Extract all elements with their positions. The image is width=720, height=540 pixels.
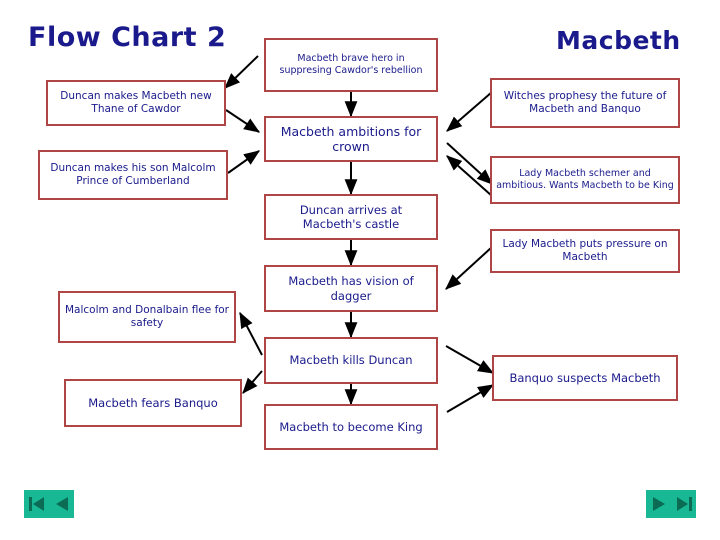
node-fears-banquo[interactable]: Macbeth fears Banquo [64, 379, 242, 427]
node-malcolm-flee[interactable]: Malcolm and Donalbain flee for safety [58, 291, 236, 343]
node-kills-duncan-label: Macbeth kills Duncan [289, 353, 413, 368]
node-thane-of-cawdor-label: Duncan makes Macbeth new Thane of Cawdor [60, 90, 212, 115]
node-prince-cumberland-label: Duncan makes his son Malcolm Prince of C… [50, 162, 216, 187]
node-duncan-arrives-label: Duncan arrives at Macbeth's castle [299, 202, 403, 231]
previous-slide-button[interactable] [49, 490, 74, 518]
page-title: Flow Chart 2 [28, 22, 227, 53]
arrow-bravehero-to-thane [224, 55, 259, 89]
node-lady-pressure-label: Lady Macbeth puts pressure on Macbeth [502, 238, 668, 263]
node-macbeth-ambitions[interactable]: Macbeth ambitions for crown [264, 116, 438, 162]
node-duncan-arrives[interactable]: Duncan arrives at Macbeth's castle [264, 194, 438, 240]
node-witches-prophesy[interactable]: Witches prophesy the future of Macbeth a… [490, 78, 680, 128]
node-kills-duncan[interactable]: Macbeth kills Duncan [264, 337, 438, 384]
node-vision-of-dagger[interactable]: Macbeth has vision of dagger [264, 265, 438, 312]
arrow-ladyschemer-to-ambitions [446, 155, 493, 197]
node-banquo-suspects-label: Banquo suspects Macbeth [509, 370, 661, 385]
next-slide-icon [652, 497, 665, 511]
arrow-thane-to-ambitions [225, 109, 260, 133]
node-thane-of-cawdor[interactable]: Duncan makes Macbeth new Thane of Cawdor [46, 80, 226, 126]
node-lady-schemer[interactable]: Lady Macbeth schemer and ambitious. Want… [490, 156, 680, 204]
first-slide-button[interactable] [24, 490, 49, 518]
chart-heading: Macbeth [556, 26, 681, 55]
arrow-kills-to-malcolmflee [239, 311, 263, 356]
node-prince-cumberland[interactable]: Duncan makes his son Malcolm Prince of C… [38, 150, 228, 200]
node-brave-hero[interactable]: Macbeth brave hero in suppresing Cawdor'… [264, 38, 438, 92]
last-slide-icon [676, 497, 692, 511]
node-become-king[interactable]: Macbeth to become King [264, 404, 438, 450]
node-brave-hero-label: Macbeth brave hero in suppresing Cawdor'… [279, 53, 423, 76]
arrow-ladypressure-to-vision [445, 246, 493, 290]
node-lady-pressure[interactable]: Lady Macbeth puts pressure on Macbeth [490, 229, 680, 273]
first-slide-icon [28, 497, 44, 511]
node-malcolm-flee-label: Malcolm and Donalbain flee for safety [64, 304, 230, 329]
arrow-ambitions-to-ladyschemer [446, 142, 493, 185]
node-become-king-label: Macbeth to become King [279, 419, 423, 434]
arrow-kills-to-banquosuspects [445, 345, 495, 374]
node-lady-schemer-label: Lady Macbeth schemer and ambitious. Want… [496, 168, 674, 191]
node-macbeth-ambitions-label: Macbeth ambitions for crown [280, 123, 422, 154]
node-witches-prophesy-label: Witches prophesy the future of Macbeth a… [503, 90, 667, 115]
node-banquo-suspects[interactable]: Banquo suspects Macbeth [492, 355, 678, 401]
arrow-witches-to-ambitions [446, 91, 493, 132]
last-slide-button[interactable] [671, 490, 696, 518]
arrow-becomeking-to-banquosuspects [446, 384, 495, 413]
node-vision-of-dagger-label: Macbeth has vision of dagger [288, 274, 414, 303]
node-fears-banquo-label: Macbeth fears Banquo [88, 395, 218, 410]
arrow-kills-to-fearsbanquo [242, 370, 263, 394]
arrow-cumberland-to-ambitions [227, 150, 260, 174]
next-slide-button[interactable] [646, 490, 671, 518]
previous-slide-icon [55, 497, 68, 511]
